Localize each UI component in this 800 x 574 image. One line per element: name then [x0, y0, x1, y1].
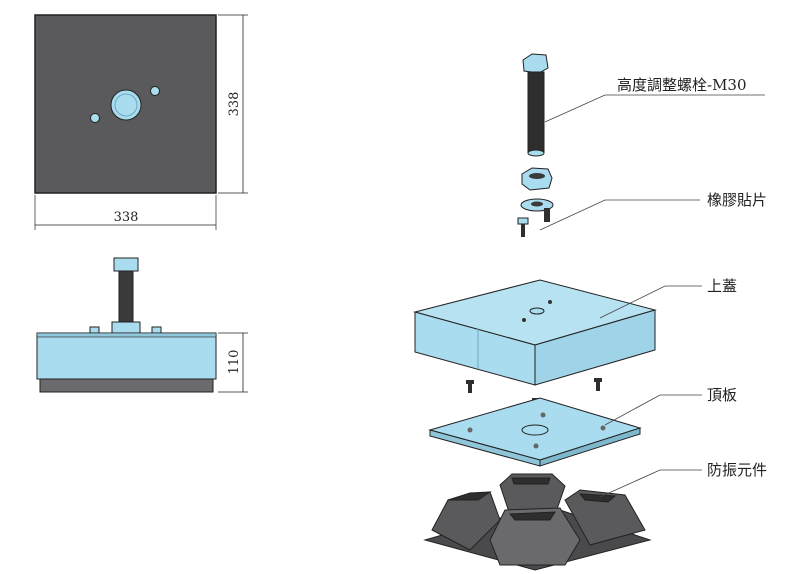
dimension-width: 338	[114, 210, 139, 225]
top-view: 338 338	[34, 14, 248, 230]
label-isolator: 防振元件	[707, 461, 767, 479]
cover-side	[36, 332, 217, 380]
dimension-side-height: 110	[227, 350, 242, 375]
label-bolt: 高度調整螺栓-M30	[617, 76, 747, 94]
nut	[111, 321, 141, 334]
base-side	[39, 378, 214, 393]
bolt-shaft	[118, 270, 134, 324]
label-top-plate: 頂板	[707, 386, 737, 404]
mount-hole	[150, 86, 160, 96]
label-rubber-pad: 橡膠貼片	[707, 191, 767, 209]
top-cover-side	[534, 309, 656, 386]
mount-hole	[90, 113, 100, 123]
bolt-head-3d	[522, 53, 549, 74]
center-hole-inner	[114, 93, 138, 117]
leader-lines	[539, 94, 765, 498]
label-top-cover: 上蓋	[707, 277, 737, 295]
top-plate-3d	[428, 397, 642, 461]
isolator-assembly	[423, 473, 652, 571]
exploded-view	[413, 53, 657, 571]
bolt-shaft-3d	[527, 71, 545, 153]
side-view: 110	[36, 257, 248, 393]
bolt-head	[113, 257, 139, 272]
dimension-height: 338	[227, 92, 242, 117]
